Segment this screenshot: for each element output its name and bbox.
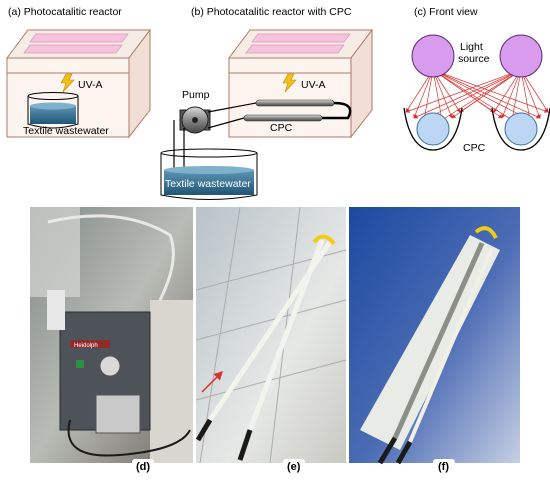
panel-a-water-label: Textile wastewater [23, 125, 109, 137]
photo-f: (f) [349, 207, 520, 474]
panel-b-uv-bolt-icon [282, 73, 297, 93]
light-ray [432, 69, 453, 119]
panel-b-lamp-2 [245, 44, 345, 54]
light-ray [422, 69, 434, 121]
panel-a-title: (a) Photocatalitic reactor [8, 6, 122, 18]
panel-c-light-source-left [411, 34, 455, 78]
photo-f-tube-1 [392, 241, 485, 440]
photo-e: (e) [195, 206, 347, 474]
panel-b-cpc-label: CPC [270, 122, 293, 134]
panel-c-cpc-reflector-right [491, 107, 550, 151]
light-ray [405, 69, 522, 113]
panel-b-lamp-1 [251, 33, 351, 43]
light-ray [441, 69, 522, 121]
panel-c-source-label-line1: Light [460, 41, 483, 53]
photo-e-background [196, 207, 346, 463]
photo-e-tube-2 [207, 240, 333, 422]
light-ray [459, 69, 522, 113]
light-ray [501, 69, 522, 119]
panel-b-cpc-tube-2 [243, 114, 323, 122]
panel-a-uv-label: UV-A [78, 79, 103, 91]
panel-c-tube-left [416, 112, 450, 146]
panel-a-lamp-1 [29, 33, 129, 43]
photo-d-tubing [47, 214, 175, 301]
panel-b-pump-label: Pump [182, 89, 210, 101]
panel-a-lamp-2 [23, 44, 123, 54]
panel-b-water-label: Textile wastewater [165, 178, 251, 190]
light-ray [413, 69, 522, 119]
panel-b-beaker [160, 153, 258, 200]
photo-d-label: (d) [136, 461, 150, 473]
panel-c-source-label-line2: source [458, 53, 490, 65]
panel-b-cpc-tube-1 [255, 99, 335, 107]
panel-b-uv-label: UV-A [301, 79, 326, 91]
panel-c: (c) Front view Light source CPC [403, 6, 550, 154]
panel-c-tube-right [504, 112, 538, 146]
photo-d: Heidolph (d) [30, 207, 193, 474]
light-ray [520, 69, 532, 121]
light-ray [413, 69, 434, 119]
panel-b: (b) Photocatalitic reactor with CPC UV-A… [160, 6, 373, 200]
photo-d-pump-head [95, 394, 141, 434]
panel-b-box-front [228, 57, 352, 138]
panel-a-beaker [27, 96, 79, 129]
panel-c-cpc-reflector-left [403, 107, 463, 151]
photo-f-label: (f) [438, 461, 449, 473]
panel-b-wastewater [164, 170, 254, 195]
photo-f-connector [474, 226, 498, 239]
panel-a-uv-bolt-icon [60, 73, 75, 93]
photo-d-knob [99, 355, 121, 377]
panel-b-tube-return [322, 101, 352, 120]
light-ray [510, 69, 522, 121]
light-ray [423, 69, 522, 121]
panel-a-wastewater [30, 106, 76, 124]
panel-b-tubing [173, 102, 257, 184]
light-ray [520, 69, 541, 119]
photo-d-brand: Heidolph [74, 343, 98, 349]
panel-a: (a) Photocatalitic reactor UV-A Textile … [6, 6, 151, 139]
photo-f-tube-2 [408, 247, 494, 443]
panel-c-title: (c) Front view [414, 6, 478, 18]
panel-c-light-source-right [499, 34, 543, 78]
panel-b-title: (b) Photocatalitic reactor with CPC [191, 6, 352, 18]
photo-e-flow-arrow [201, 370, 224, 393]
photo-e-label: (e) [287, 461, 301, 473]
photo-f-reflector [360, 235, 500, 450]
panel-c-cpc-label: CPC [463, 142, 486, 154]
photo-e-connector [312, 234, 336, 246]
panel-c-light-rays [405, 69, 549, 121]
